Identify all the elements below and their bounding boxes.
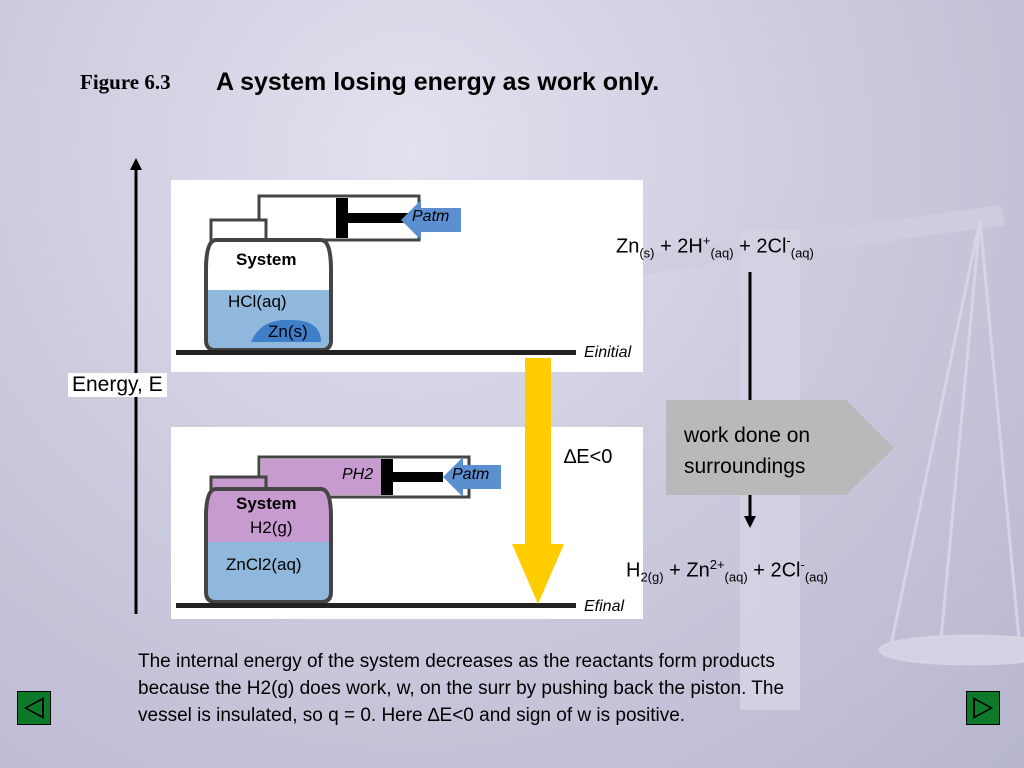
initial-energy-label: Einitial [584,344,632,361]
work-line-1: work done on [684,424,811,447]
top-piston-label: Patm [412,208,450,225]
delta-e-label: ∆E<0 [564,446,613,468]
arrow-left-icon [24,697,44,719]
bottom-piston-label: Patm [452,466,490,483]
arrow-right-icon [973,697,993,719]
reactants-equation: Zn(s) + 2H+(aq) + 2Cl-(aq) [616,233,814,261]
slide-title: A system losing energy as work only. [216,68,660,96]
figure-label: Figure 6.3 [80,70,171,94]
bottom-system-label: System [236,494,297,513]
caption: The internal energy of the system decrea… [138,648,938,729]
previous-slide-button[interactable] [17,691,51,725]
final-state-apparatus [176,455,576,608]
work-line-2: surroundings [684,455,806,478]
work-done-box [666,400,894,495]
top-contents-1: HCl(aq) [228,292,287,311]
caption-line-1: The internal energy of the system decrea… [138,651,775,672]
next-slide-button[interactable] [966,691,1000,725]
bottom-gas-label: PH2 [342,466,374,483]
top-contents-2: Zn(s) [268,322,308,341]
initial-state-apparatus [176,194,576,355]
top-system-label: System [236,250,297,269]
caption-line-2: because the H2(g) does work, w, on the s… [138,678,785,699]
energy-axis-label: Energy, E [68,373,167,397]
work-done-text: work done on surroundings [684,420,810,482]
bottom-contents-1: H2(g) [250,518,293,537]
caption-line-3: vessel is insulated, so q = 0. Here ∆E<0… [138,705,686,726]
final-energy-label: Efinal [584,598,625,615]
bottom-contents-2: ZnCl2(aq) [226,555,302,574]
products-equation: H2(g) + Zn2+(aq) + 2Cl-(aq) [626,557,828,585]
energy-decrease-arrow [512,358,564,604]
